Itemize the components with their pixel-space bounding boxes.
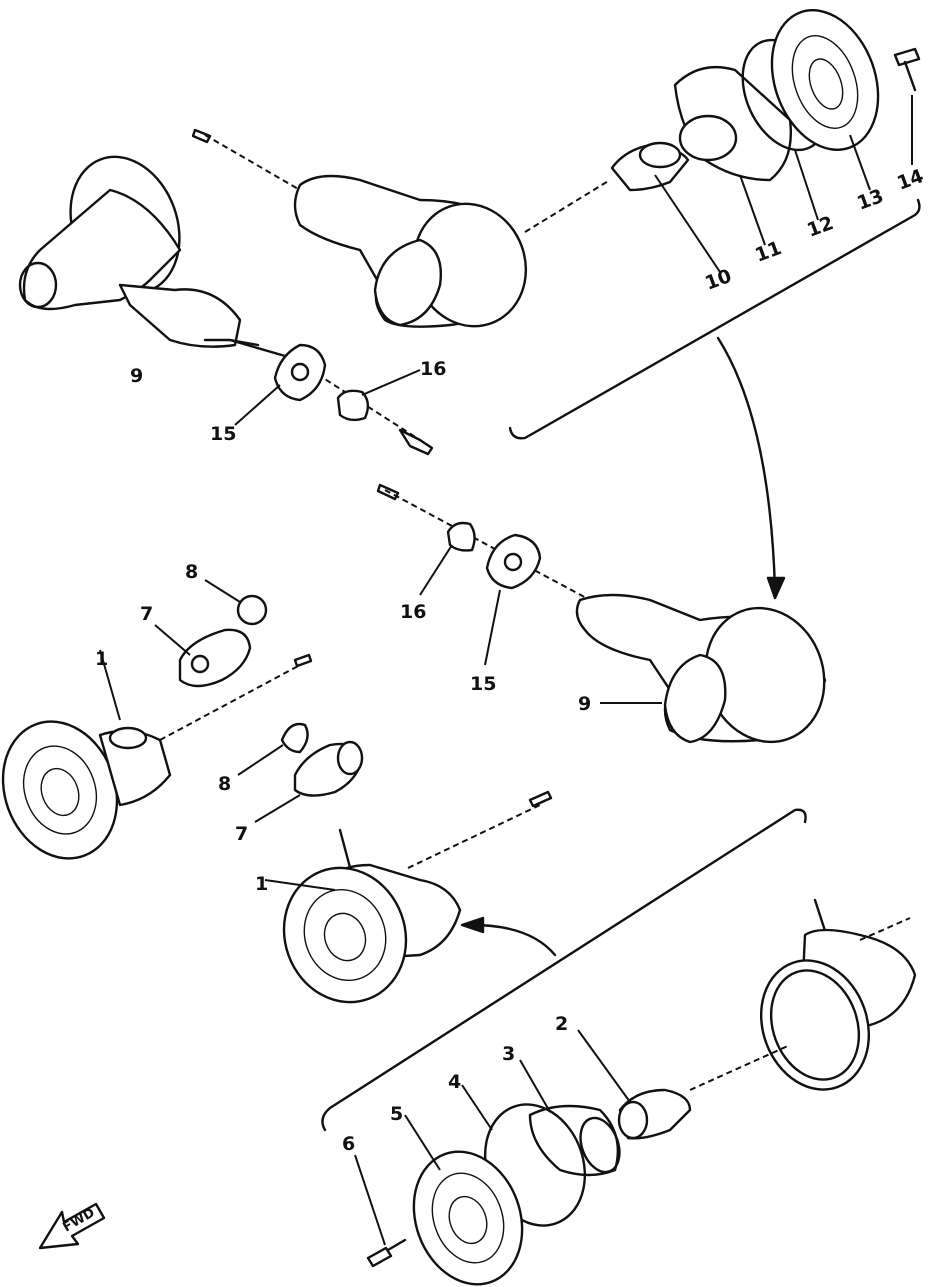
screw-14 [893, 47, 921, 165]
label-part-16-lower: 16 [400, 601, 426, 623]
label-part-10: 10 [702, 265, 734, 295]
label-part-2: 2 [555, 1013, 568, 1035]
bulb-10 [610, 141, 721, 273]
label-part-15-upper: 15 [210, 423, 236, 445]
label-part-15-lower: 15 [470, 673, 496, 695]
label-part-13: 13 [854, 185, 886, 215]
group-bracket-upper [508, 198, 921, 440]
front-housing-right [689, 898, 917, 1091]
lens-13 [770, 9, 880, 191]
label-part-3: 3 [502, 1043, 515, 1065]
label-part-7-upper: 7 [140, 603, 153, 625]
group-bracket-lower [321, 808, 807, 1132]
label-part-11: 11 [752, 237, 784, 267]
arrow-head-upper [766, 576, 786, 600]
bracket-7-upper [154, 624, 252, 688]
wire-to-bulb-10 [524, 179, 611, 233]
mount-15-lower [484, 533, 542, 666]
rear-signal-lower [376, 483, 827, 744]
label-part-7-lower: 7 [235, 823, 248, 845]
label-part-9-upper: 9 [130, 365, 143, 387]
fwd-direction-arrow: FWD [38, 1202, 106, 1250]
bracket-7-lower [254, 740, 364, 823]
screw-6 [354, 1154, 407, 1268]
label-part-16-upper: 16 [420, 358, 446, 380]
front-signal-left [1, 649, 313, 860]
cap-8-lower [237, 722, 309, 776]
arrow-curve-upper [716, 336, 777, 592]
nut-16-lower [419, 521, 476, 596]
lens-5 [404, 1114, 524, 1286]
mount-15-upper [234, 343, 327, 426]
label-part-8-lower: 8 [218, 773, 231, 795]
label-part-9-lower: 9 [578, 693, 591, 715]
label-part-12: 12 [804, 212, 836, 242]
arrow-head-lower [460, 916, 485, 934]
cap-8-upper [204, 579, 268, 626]
label-part-6: 6 [342, 1133, 355, 1155]
arrow-curve-lower [470, 923, 557, 957]
label-part-4: 4 [448, 1071, 461, 1093]
bulb-2 [577, 1029, 692, 1140]
nut-16-upper [336, 369, 421, 422]
front-signal-center [264, 790, 553, 1004]
inner-housing-3 [519, 1059, 621, 1177]
label-part-1-lower: 1 [255, 873, 268, 895]
rear-signal-upper [191, 128, 528, 328]
label-part-1-upper: 1 [95, 648, 108, 670]
label-part-8-upper: 8 [185, 561, 198, 583]
label-part-5: 5 [390, 1103, 403, 1125]
lens-housing-11 [673, 66, 792, 246]
label-part-14: 14 [894, 165, 926, 195]
